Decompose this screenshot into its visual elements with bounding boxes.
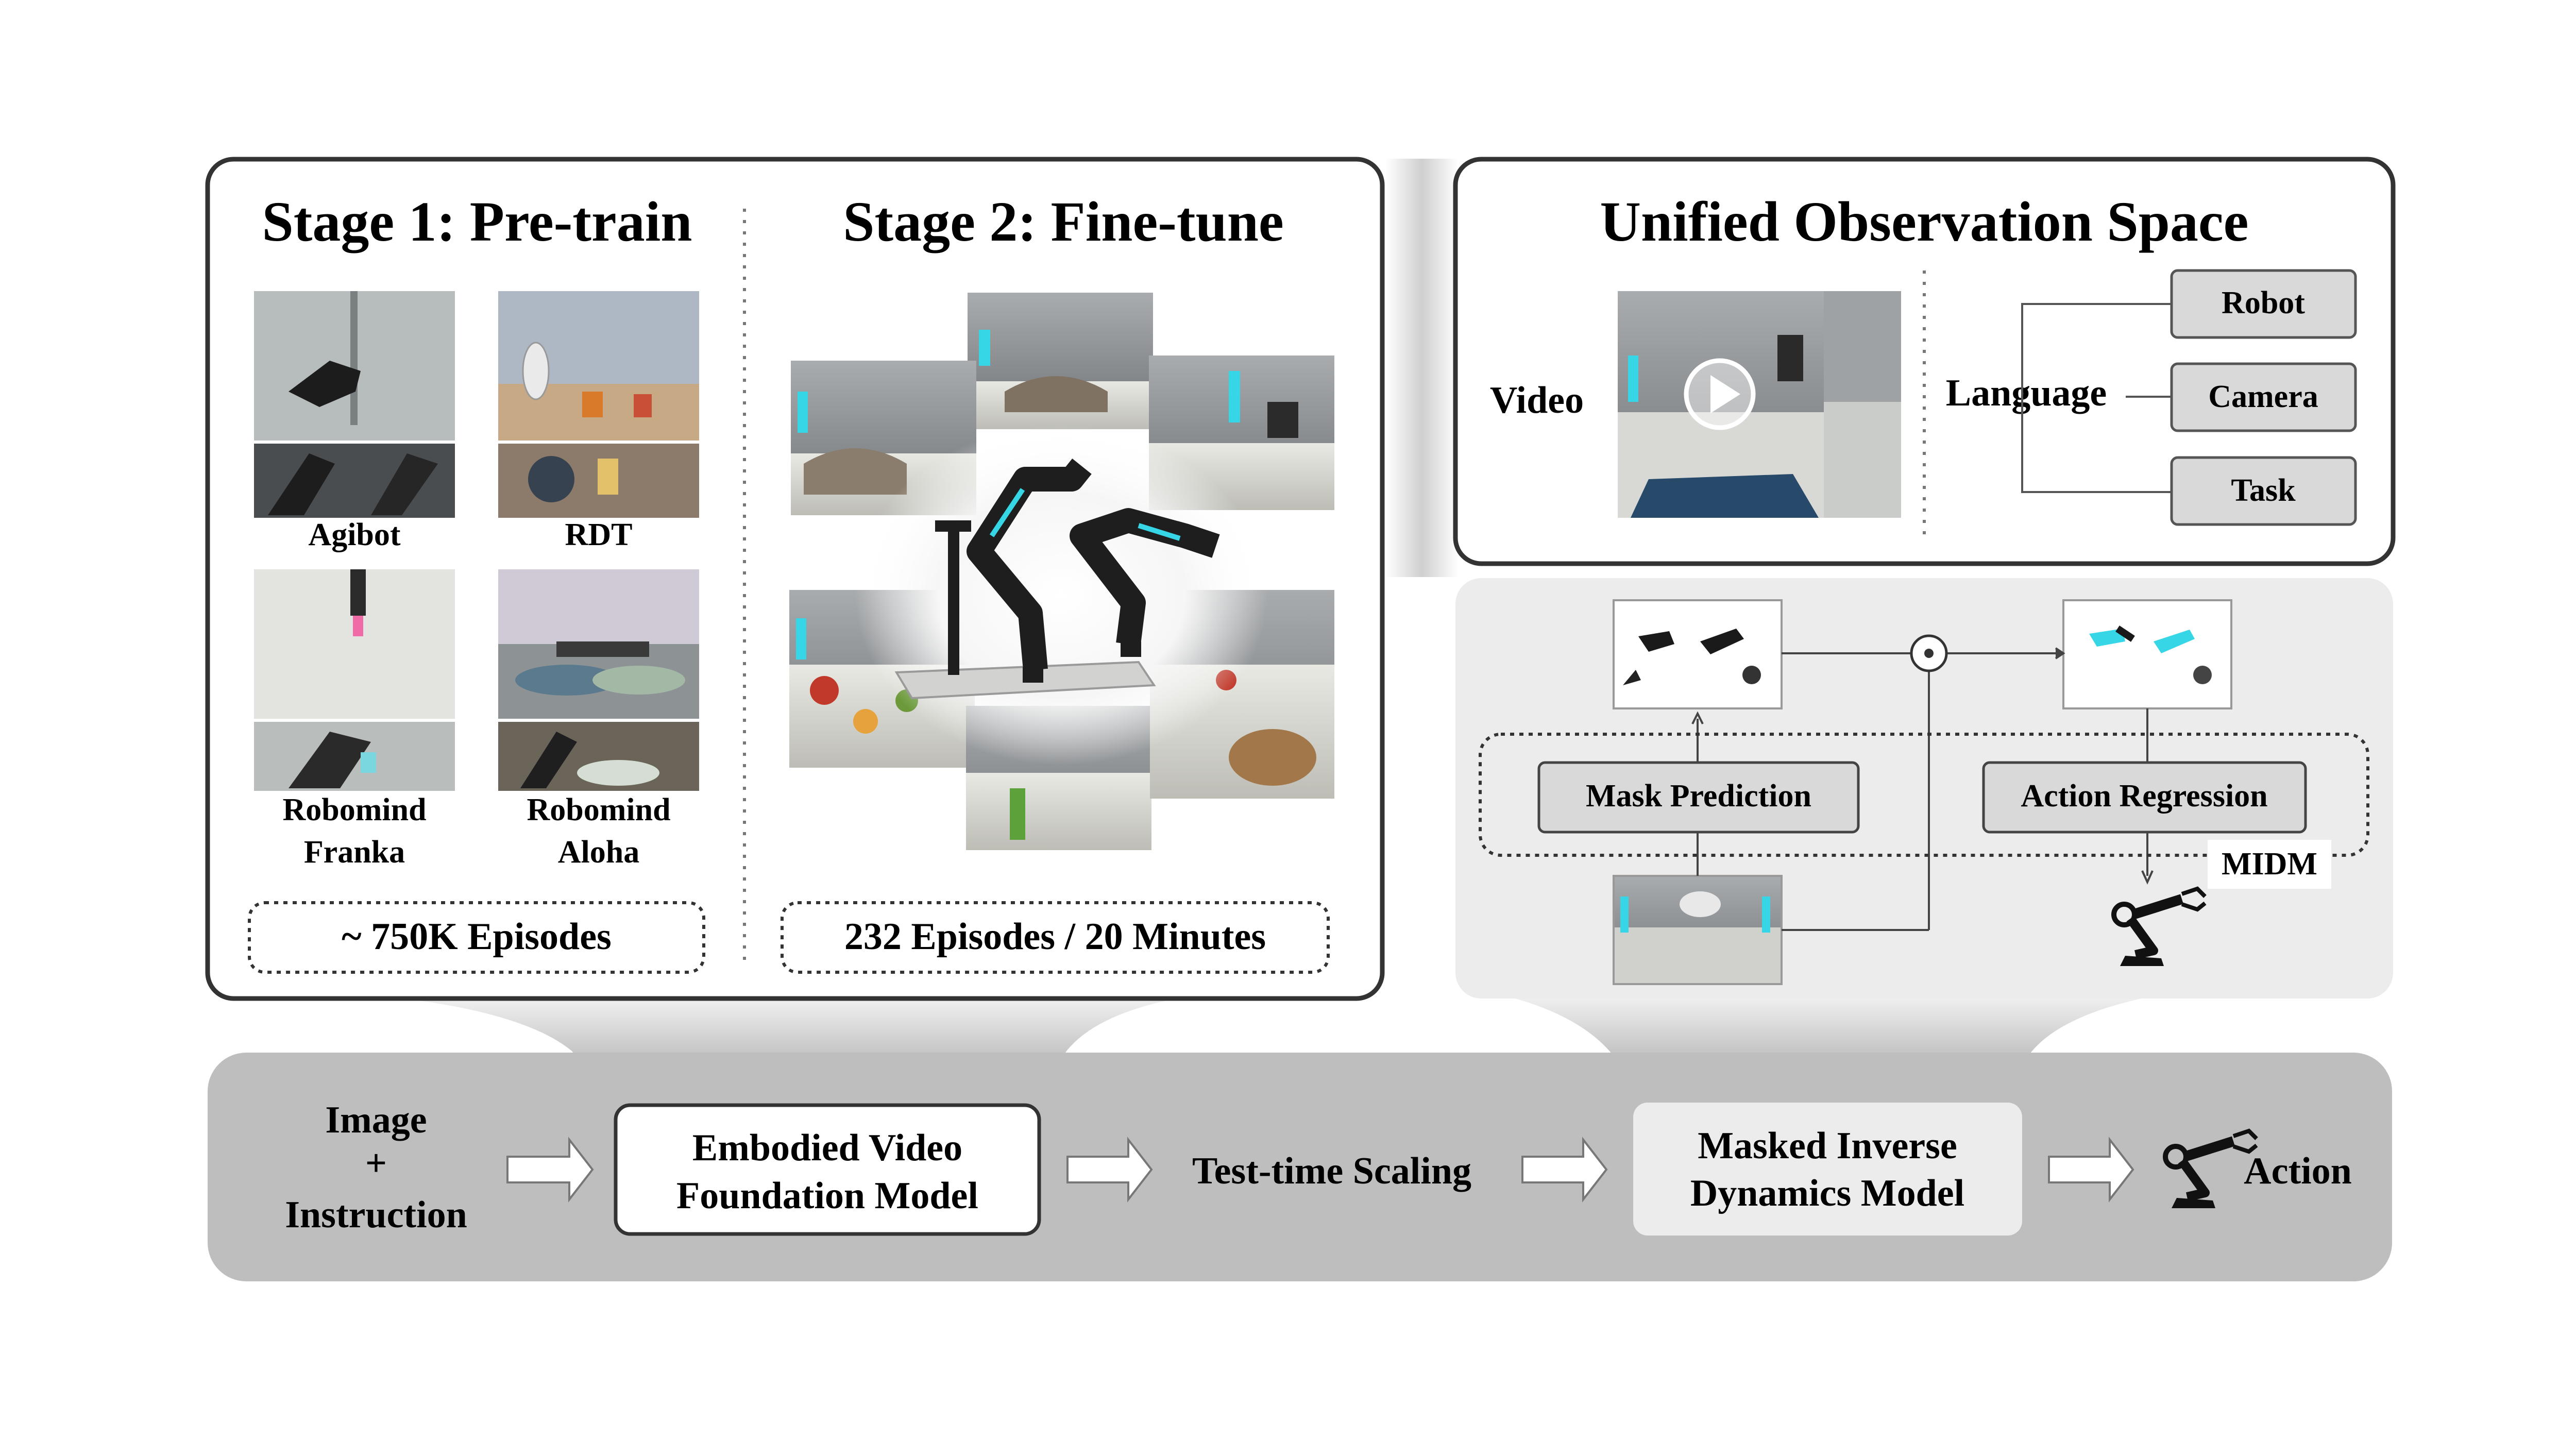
robot-arm-icon-midm (2111, 886, 2207, 966)
video-label: Video (1490, 379, 1584, 421)
dataset-label-robomind-franka-line1: Robomind (282, 792, 426, 827)
language-item-camera-box (2170, 362, 2357, 432)
language-item-camera: Camera (2208, 379, 2318, 414)
dataset-thumbnail-robomind-franka (254, 569, 455, 791)
stage1-episodes: ~ 750K Episodes (342, 916, 612, 958)
dual-arm-robot-illustration (894, 459, 1220, 700)
masked-inverse-dynamics-box (1633, 1103, 2022, 1236)
masked-frame-image (2062, 599, 2232, 709)
action-label: Action (2244, 1150, 2352, 1192)
robot-arm-icon-action (2163, 1128, 2258, 1208)
dataset-label-rdt: RDT (565, 517, 633, 552)
foundation-model-label-line2: Foundation Model (676, 1175, 978, 1217)
mask-prediction-label: Mask Prediction (1586, 779, 1811, 814)
midm-tag-box (2208, 840, 2331, 889)
input-image-label: Image (325, 1099, 427, 1141)
dataset-label-agibot: Agibot (308, 517, 400, 552)
midm-module-boundary (1479, 733, 2369, 857)
foundation-model-box (614, 1103, 1041, 1236)
play-triangle-icon (1710, 375, 1740, 413)
dataset-label-robomind-aloha-line2: Aloha (558, 835, 639, 870)
language-item-task-box (2170, 456, 2357, 526)
finetune-photo-top (968, 293, 1153, 429)
arrow-midm-to-action (2048, 1137, 2134, 1203)
language-tree-connectors (2021, 303, 2172, 493)
arrow-input-to-foundation (506, 1137, 594, 1203)
input-frame-image (1613, 875, 1783, 985)
masked-inverse-dynamics-label-line2: Dynamics Model (1690, 1172, 1964, 1214)
midm-tag: MIDM (2222, 847, 2317, 882)
arrow-foundation-to-scaling (1066, 1137, 1153, 1203)
dataset-label-robomind-aloha-line1: Robomind (527, 792, 670, 827)
foundation-model-label-line1: Embodied Video (692, 1127, 962, 1169)
arrow-scaling-to-midm (1521, 1137, 1608, 1203)
action-regression-label: Action Regression (2021, 779, 2267, 814)
stage2-episodes-box (781, 901, 1330, 974)
language-label: Language (1946, 372, 2107, 414)
language-item-robot: Robot (2222, 285, 2305, 320)
mask-output-image (1613, 599, 1783, 709)
stage1-title: Stage 1: Pre-train (262, 190, 692, 253)
mask-prediction-box (1537, 761, 1860, 834)
input-instruction-label: Instruction (285, 1194, 467, 1236)
dataset-thumbnail-rdt (498, 291, 699, 518)
elementwise-product-dot (1924, 649, 1934, 658)
language-item-robot-box (2170, 269, 2357, 339)
finetune-scene-collage (789, 293, 1334, 850)
video-thumbnail (1618, 291, 1901, 518)
masked-inverse-dynamics-label-line1: Masked Inverse (1698, 1125, 1957, 1167)
dataset-thumbnail-agibot (254, 291, 455, 518)
language-item-task: Task (2231, 473, 2296, 508)
test-time-scaling-label: Test-time Scaling (1192, 1150, 1471, 1192)
panel-connector-shade (1386, 159, 1458, 577)
midm-flow-connectors (1691, 647, 2154, 931)
action-regression-box (1982, 761, 2307, 834)
stage2-episodes: 232 Episodes / 20 Minutes (844, 916, 1266, 958)
stage2-title: Stage 2: Fine-tune (843, 190, 1283, 253)
observation-title: Unified Observation Space (1600, 190, 2249, 253)
dataset-thumbnail-robomind-aloha (498, 569, 699, 791)
stage1-episodes-box (248, 901, 705, 974)
input-plus-label: + (365, 1142, 387, 1185)
dataset-label-robomind-franka-line2: Franka (304, 835, 405, 870)
